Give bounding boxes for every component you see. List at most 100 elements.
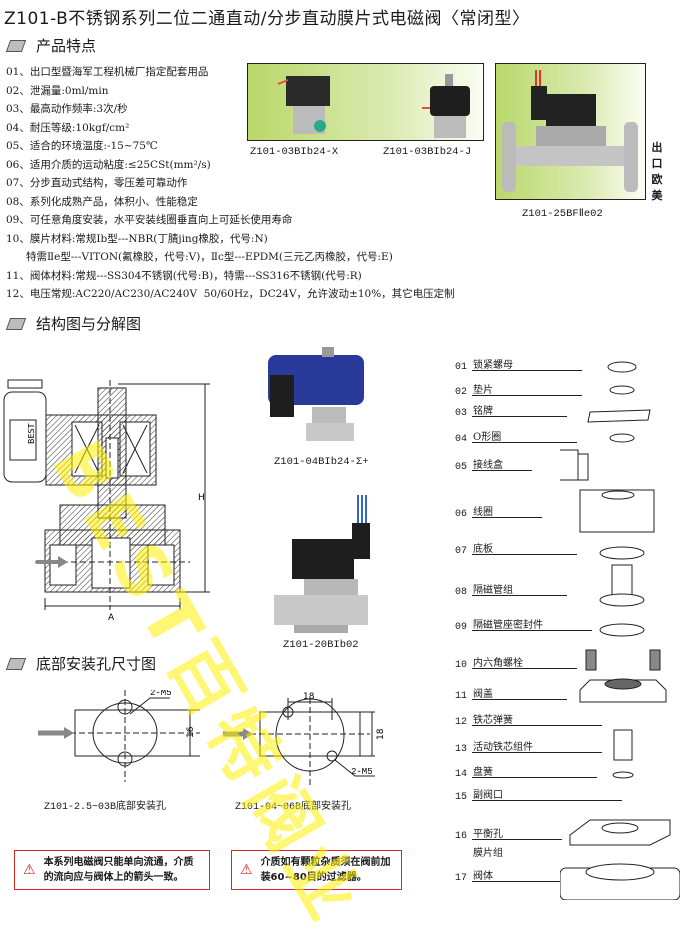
leader-line <box>472 752 602 753</box>
product-photo-03-x-j <box>247 63 484 141</box>
part-number: 05 <box>455 462 468 473</box>
part-number: 07 <box>455 546 468 557</box>
section-marker-icon <box>5 657 27 670</box>
dimension-label: 16 <box>186 726 196 738</box>
part-number: 03 <box>455 408 468 419</box>
section-mounting: 底部安装孔尺寸图 <box>5 653 156 674</box>
section-marker-icon <box>5 39 27 52</box>
part-label: 接线盒 <box>473 460 503 471</box>
mounting-drawing-left: 2-M5 16 <box>38 690 200 782</box>
part-label: 盘簧 <box>473 767 493 778</box>
part-label: 底板 <box>473 544 493 555</box>
part-number: 14 <box>455 769 468 780</box>
valve-photo-icon <box>277 74 470 138</box>
section-structure: 结构图与分解图 <box>5 313 141 334</box>
photo-caption: Z101-04BIb24-Σ+ <box>274 456 369 468</box>
feature-item: 02、泄漏量:0ml/min <box>6 84 109 97</box>
product-photo-04b <box>268 347 364 441</box>
part-label: 隔磁管座密封件 <box>473 620 543 631</box>
part-label: 阀体 <box>473 871 493 882</box>
feature-item: 06、适用介质的运动粘度:≤25CSt(mm²/s) <box>6 158 211 171</box>
leader-line <box>472 517 542 518</box>
part-number: 15 <box>455 792 468 803</box>
page-title: Z101-B不锈钢系列二位二通直动/分步直动膜片式电磁阀〈常闭型〉 <box>4 9 530 29</box>
photo-caption: Z101-25BFⅡe02 <box>522 208 603 220</box>
part-number: 02 <box>455 387 468 398</box>
product-photo-25bf <box>495 63 646 200</box>
mounting-caption-left: Z101-2.5~03B底部安装孔 <box>44 802 167 813</box>
feature-list: 01、出口型暨海军工程机械厂指定配套用品 02、泄漏量:0ml/min 03、最高动… <box>6 63 455 304</box>
part-number: 13 <box>455 744 468 755</box>
feature-item: 特需Ⅱe型---VITON(氟橡胶，代号:V)，Ⅱc型---EPDM(三元乙丙橡… <box>6 251 393 263</box>
hole-spec-label: 2-M5 <box>150 690 172 698</box>
leader-line <box>472 630 592 631</box>
warning-filter: ⚠介质如有颗粒杂质须在阀前加装60~80目的过滤器。 <box>231 850 402 890</box>
leader-line <box>472 668 577 669</box>
part-number: 11 <box>455 691 468 702</box>
dimension-h-label: H <box>198 493 205 503</box>
part-label: 线圈 <box>473 507 493 518</box>
part-label: 铁芯弹簧 <box>473 715 513 726</box>
hole-spec-label: 2-M5 <box>351 767 373 777</box>
leader-line <box>472 699 567 700</box>
feature-item: 03、最高动作频率:3次/秒 <box>6 103 128 115</box>
part-label: 隔磁管组 <box>473 585 513 596</box>
leader-line <box>472 800 622 801</box>
part-label: 阀盖 <box>473 689 493 700</box>
valve-cross-section-drawing: BEST H A <box>3 379 210 623</box>
leader-line <box>472 777 597 778</box>
part-label: 垫片 <box>473 385 493 396</box>
part-number: 09 <box>455 622 468 633</box>
leader-line <box>472 416 567 417</box>
part-label: 锁紧螺母 <box>473 360 513 371</box>
leader-line <box>472 595 567 596</box>
exploded-parts-drawing <box>560 361 680 900</box>
leader-line <box>472 725 602 726</box>
export-badge: 出口欧美 <box>651 141 663 202</box>
feature-item: 10、膜片材料:常规Ⅰb型---NBR(丁腈jing橡胶，代号:N) <box>6 232 268 245</box>
warning-icon: ⚠ <box>240 861 253 878</box>
part-number: 04 <box>455 434 468 445</box>
part-label: 铭牌 <box>473 406 493 417</box>
leader-line <box>472 839 562 840</box>
warning-flow-direction: ⚠本系列电磁阀只能单向流通，介质的流向应与阀体上的箭头一致。 <box>14 850 210 890</box>
photo-caption: Z101-03BIb24-X <box>250 146 339 158</box>
part-number: 10 <box>455 660 468 671</box>
part-number: 06 <box>455 509 468 520</box>
part-label: 膜片组 <box>473 848 503 859</box>
feature-item: 04、耐压等级:10kgf/cm² <box>6 121 130 134</box>
part-number: 16 <box>455 831 468 842</box>
dimension-a-label: A <box>108 613 115 623</box>
photo-caption: Z101-20BIb02 <box>283 639 359 651</box>
feature-item: 07、分步直动式结构，零压差可靠动作 <box>6 177 188 189</box>
leader-line <box>472 881 567 882</box>
dimension-width-label: 18 <box>303 692 315 702</box>
mounting-drawing-right: 18 18 2-M5 <box>223 692 386 785</box>
mounting-caption-right: Z101-04~06B底部安装孔 <box>235 802 352 813</box>
part-label: O形圈 <box>473 432 502 443</box>
product-photo-20b <box>274 495 370 633</box>
part-label: 内六角螺栓 <box>473 658 523 669</box>
section-marker-icon <box>5 317 27 330</box>
part-number: 08 <box>455 587 468 598</box>
leader-line <box>472 442 577 443</box>
part-number: 17 <box>455 873 468 884</box>
part-label: 副阀口 <box>473 790 503 801</box>
part-number: 01 <box>455 362 468 373</box>
part-number: 12 <box>455 717 468 728</box>
leader-line <box>472 554 577 555</box>
feature-item: 08、系列化成熟产品，体积小、性能稳定 <box>6 195 198 208</box>
coil-brand-label: BEST <box>27 423 36 444</box>
photo-caption: Z101-03BIb24-J <box>383 146 472 158</box>
leader-line <box>472 370 582 371</box>
flanged-valve-photo-icon <box>502 70 638 192</box>
feature-item: 01、出口型暨海军工程机械厂指定配套用品 <box>6 66 209 78</box>
leader-line <box>472 470 532 471</box>
dimension-height-label: 18 <box>376 728 386 740</box>
feature-item: 09、可任意角度安装，水平安装线圈垂直向上可延长使用寿命 <box>6 214 293 226</box>
part-label: 平衡孔 <box>473 829 503 840</box>
section-features: 产品特点 <box>5 35 96 56</box>
part-label: 活动铁芯组件 <box>473 742 533 753</box>
feature-item: 11、阀体材料:常规---SS304不锈钢(代号:B)，特需---SS316不锈… <box>6 269 362 282</box>
warning-icon: ⚠ <box>23 861 36 878</box>
